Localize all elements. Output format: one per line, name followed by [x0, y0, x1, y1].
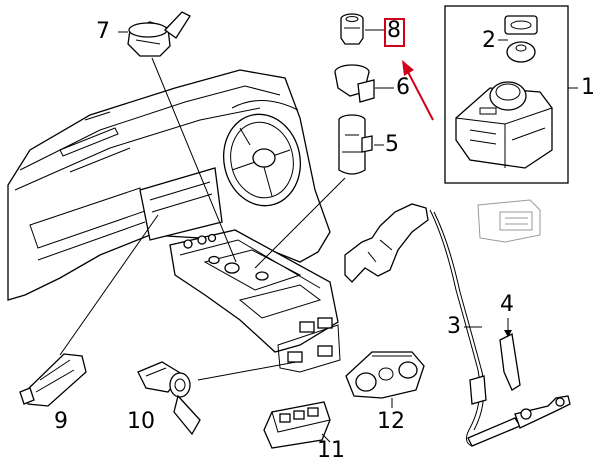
part-10-sensor: [137, 361, 201, 436]
leader-7: [151, 57, 237, 263]
callout-12: 12: [377, 409, 405, 434]
part-9-connector: [19, 353, 87, 407]
callout-3: 3: [447, 314, 461, 339]
callout-5: 5: [385, 132, 399, 157]
part-4-bracket: [499, 318, 521, 391]
leader-9: [59, 214, 159, 356]
highlight-marker: [384, 18, 434, 121]
part-3-cable: [344, 203, 571, 447]
callout-6: 6: [396, 75, 410, 100]
part-7-bracket: [118, 11, 191, 57]
part-5-socket: [338, 114, 384, 175]
callout-11: 11: [317, 438, 345, 463]
faded-part: [477, 199, 541, 243]
leader-5: [254, 177, 346, 269]
callout-7: 7: [96, 19, 110, 44]
callout-10: 10: [127, 409, 155, 434]
leader-10: [197, 361, 297, 381]
callout-8: 8: [387, 18, 401, 43]
callout-9: 9: [54, 409, 68, 434]
part-6-holder: [334, 64, 394, 103]
part-11-switch-panel: [263, 401, 331, 449]
callout-2: 2: [482, 28, 496, 53]
part-12-climate-control: [345, 351, 425, 408]
part-1-gear-selector: [444, 5, 578, 184]
callout-1: 1: [581, 75, 595, 100]
part-8-socket: [340, 13, 384, 45]
callout-4: 4: [500, 292, 514, 317]
dashboard-illustration: [7, 69, 341, 373]
